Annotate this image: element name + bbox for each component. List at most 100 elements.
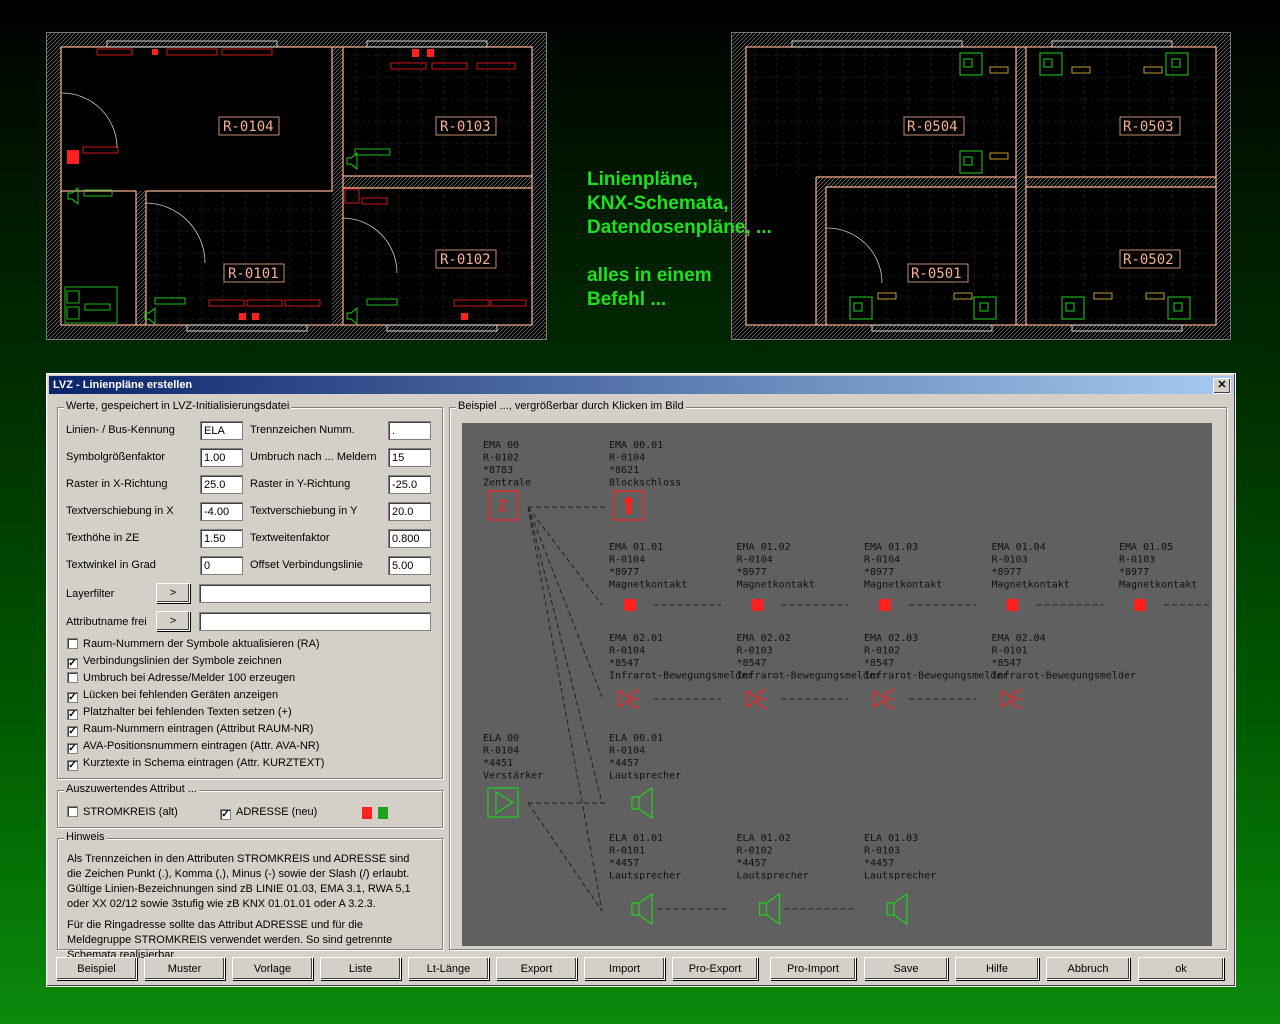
schema-label: ELA 01.01 (609, 833, 663, 844)
floor-plan-left[interactable]: R-0104 R-0103 R-0101 R-0102 (46, 32, 547, 340)
checkbox-box[interactable]: ✓ (220, 809, 231, 820)
schema-label: Magnetkontakt (992, 580, 1070, 591)
group-attribute-legend: Auszuwertendes Attribut ... (64, 783, 199, 795)
room-label: R-0503 (1123, 119, 1174, 135)
schema-label: ELA 01.02 (737, 833, 791, 844)
checkbox-box[interactable] (67, 806, 78, 817)
field-input[interactable] (200, 421, 243, 440)
schema-label: EMA 01.05 (1119, 542, 1173, 553)
checkbox-option[interactable]: ✓Platzhalter bei fehlenden Texten setzen… (67, 706, 292, 720)
liste-button[interactable]: Liste (320, 957, 401, 980)
layerfilter-input[interactable] (199, 584, 431, 603)
schema-label: R-0104 (609, 555, 645, 566)
pro-export-button[interactable]: Pro-Export (672, 957, 758, 980)
field-input[interactable] (200, 448, 243, 467)
field-input[interactable] (200, 556, 243, 575)
pro-import-button[interactable]: Pro-Import (770, 957, 856, 980)
checkbox-box[interactable]: ✓ (67, 658, 78, 669)
vorlage-button[interactable]: Vorlage (232, 957, 313, 980)
field-input[interactable] (388, 556, 431, 575)
field-label: Symbolgrößenfaktor (66, 451, 166, 463)
bewegungsmelder-symbol (745, 688, 768, 710)
schema-label: EMA 02.01 (609, 633, 663, 644)
dialog-title: LVZ - Linienpläne erstellen (53, 379, 193, 391)
field-input[interactable] (388, 475, 431, 494)
schema-label: Blockschloss (609, 478, 681, 489)
save-button[interactable]: Save (864, 957, 948, 980)
layerfilter-label: Layerfilter (66, 588, 115, 600)
layerfilter-button[interactable]: > (156, 583, 190, 603)
schema-label: Magnetkontakt (864, 580, 942, 591)
schema-label: Lautsprecher (737, 871, 809, 882)
schema-label: R-0103 (864, 846, 900, 857)
field-label: Raster in X-Richtung (66, 478, 168, 490)
bewegungsmelder-symbol (618, 688, 640, 710)
speaker-icon (886, 892, 908, 926)
schema-label: Lautsprecher (609, 771, 681, 782)
floor-plan-right[interactable]: R-0504 R-0503 R-0501 R-0502 (731, 32, 1231, 340)
schema-label: *8977 (609, 567, 639, 578)
schema-label: *8783 (483, 465, 513, 476)
field-input[interactable] (388, 448, 431, 467)
checkbox-option[interactable]: ✓Kurztexte in Schema eintragen (Attr. KU… (67, 757, 325, 771)
checkbox-box[interactable] (67, 638, 78, 649)
field-label: Offset Verbindungslinie (250, 559, 363, 571)
room-label: R-0103 (440, 119, 491, 135)
field-input[interactable] (200, 529, 243, 548)
schema-label: R-0102 (483, 453, 519, 464)
schema-label: EMA 01.04 (992, 542, 1046, 553)
lt-l-nge-button[interactable]: Lt-Länge (408, 957, 489, 980)
field-input[interactable] (388, 421, 431, 440)
schema-label: EMA 02.02 (737, 633, 791, 644)
checkbox-box[interactable]: ✓ (67, 726, 78, 737)
field-input[interactable] (200, 502, 243, 521)
beispiel-button[interactable]: Beispiel (56, 957, 137, 980)
schema-label: *4457 (864, 858, 894, 869)
schema-label: R-0104 (609, 746, 645, 757)
checkbox-box[interactable]: ✓ (67, 709, 78, 720)
hilfe-button[interactable]: Hilfe (955, 957, 1039, 980)
schema-label: *4457 (609, 758, 639, 769)
schema-label: Magnetkontakt (737, 580, 815, 591)
checkbox-option[interactable]: ✓Raum-Nummern eintragen (Attribut RAUM-N… (67, 723, 314, 737)
checkbox-box[interactable]: ✓ (67, 692, 78, 703)
schema-label: *8621 (609, 465, 639, 476)
attributname-input[interactable] (199, 612, 431, 631)
group-hint-legend: Hinweis (64, 831, 107, 843)
field-label: Textverschiebung in Y (250, 505, 358, 517)
group-example-legend: Beispiel ..., vergrößerbar durch Klicken… (456, 400, 686, 412)
attributname-button[interactable]: > (156, 611, 190, 631)
checkbox-option[interactable]: ✓Verbindungslinien der Symbole zeichnen (67, 655, 282, 669)
muster-button[interactable]: Muster (144, 957, 225, 980)
checkbox-option[interactable]: Raum-Nummern der Symbole aktualisieren (… (67, 638, 320, 652)
checkbox-box[interactable]: ✓ (67, 743, 78, 754)
checkbox-adresse[interactable]: ✓ADRESSE (neu) (220, 806, 318, 820)
blockschloss-symbol (613, 490, 644, 521)
schema-label: EMA 02.03 (864, 633, 918, 644)
abbruch-button[interactable]: Abbruch (1046, 957, 1130, 980)
close-icon[interactable]: ✕ (1213, 378, 1231, 394)
checkbox-stromkreis[interactable]: STROMKREIS (alt) (67, 806, 178, 820)
schema-label: *8977 (737, 567, 767, 578)
field-label: Textweitenfaktor (250, 532, 330, 544)
import-button[interactable]: Import (584, 957, 665, 980)
checkbox-box[interactable] (67, 672, 78, 683)
room-label: R-0102 (440, 252, 491, 268)
dialog-title-bar: LVZ - Linienpläne erstellen ✕ (49, 376, 1233, 394)
schema-label: Infrarot-Bewegungsmelder (992, 671, 1137, 682)
checkbox-option[interactable]: ✓AVA-Positionsnummern eintragen (Attr. A… (67, 740, 320, 754)
schema-label: R-0103 (992, 555, 1028, 566)
checkbox-box[interactable]: ✓ (67, 760, 78, 771)
ok-button[interactable]: ok (1138, 957, 1224, 980)
checkbox-option[interactable]: Umbruch bei Adresse/Melder 100 erzeugen (67, 672, 295, 686)
field-input[interactable] (388, 529, 431, 548)
export-button[interactable]: Export (496, 957, 577, 980)
field-input[interactable] (388, 502, 431, 521)
schema-label: ELA 00 (483, 733, 519, 744)
schema-label: EMA 01.01 (609, 542, 663, 553)
field-input[interactable] (200, 475, 243, 494)
checkbox-option[interactable]: ✓Lücken bei fehlenden Geräten anzeigen (67, 689, 279, 703)
schema-label: Lautsprecher (864, 871, 936, 882)
schema-label: R-0104 (609, 453, 645, 464)
